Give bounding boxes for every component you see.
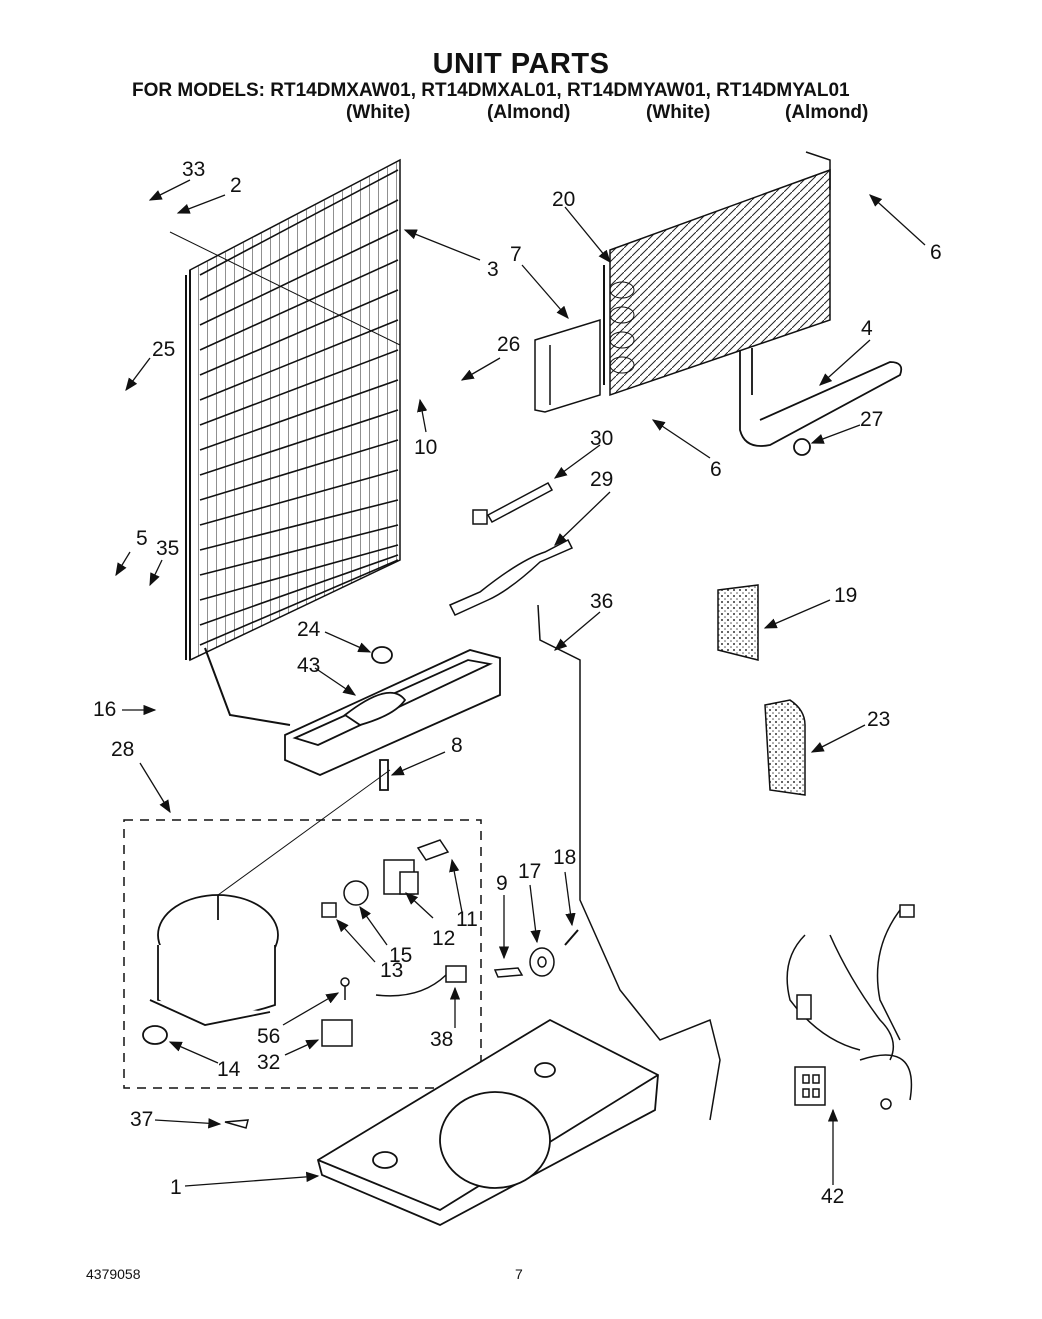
drain-pan (284, 646, 501, 791)
part-label-28: 28 (111, 738, 134, 761)
leader-lines (115, 179, 926, 1187)
part-label-35: 35 (156, 537, 179, 560)
compressor-kit-box (123, 819, 482, 1089)
part-label-14: 14 (217, 1058, 241, 1081)
part-label-20: 20 (552, 188, 575, 211)
part-label-16: 16 (93, 698, 116, 721)
page-number: 7 (515, 1266, 523, 1282)
part-label-19: 19 (834, 584, 857, 607)
part-label-30: 30 (590, 427, 613, 450)
part-label-6-top: 6 (930, 241, 942, 264)
part-label-11: 11 (456, 908, 478, 931)
base-pan (316, 1018, 659, 1226)
color-label-2: (Almond) (487, 102, 571, 123)
part-label-2: 2 (230, 174, 242, 197)
part-labels: 33 2 3 7 20 6 25 26 10 4 27 6 30 29 5 35… (93, 158, 942, 1208)
part-label-25: 25 (152, 338, 175, 361)
part-label-27: 27 (860, 408, 883, 431)
part-label-1: 1 (170, 1176, 182, 1199)
page-title: UNIT PARTS (432, 48, 610, 80)
part-label-43: 43 (297, 654, 320, 677)
part-label-37: 37 (130, 1108, 153, 1131)
part-label-23: 23 (867, 708, 890, 731)
foam-blocks (717, 584, 806, 796)
fan-mount-parts (224, 929, 579, 1129)
part-label-26: 26 (497, 333, 520, 356)
part-label-32: 32 (257, 1051, 280, 1074)
part-label-18: 18 (553, 846, 576, 869)
part-label-15: 15 (389, 944, 412, 967)
part-label-10: 10 (414, 436, 437, 459)
models-line: FOR MODELS: RT14DMXAW01, RT14DMXAL01, RT… (132, 80, 850, 101)
part-label-56: 56 (257, 1025, 280, 1048)
compressor (142, 769, 391, 1045)
part-label-42: 42 (821, 1185, 844, 1208)
wiring-harness (786, 904, 915, 1110)
part-label-17: 17 (518, 860, 541, 883)
part-label-9: 9 (496, 872, 508, 895)
part-label-3: 3 (487, 258, 499, 281)
part-label-7: 7 (510, 243, 522, 266)
part-label-36: 36 (590, 590, 613, 613)
document-number: 4379058 (86, 1266, 141, 1282)
color-label-4: (Almond) (785, 102, 869, 123)
part-label-12: 12 (432, 927, 455, 950)
part-label-33: 33 (182, 158, 205, 181)
part-label-8: 8 (451, 734, 463, 757)
evaporator (603, 151, 831, 397)
part-label-6-mid: 6 (710, 458, 722, 481)
part-label-24: 24 (297, 618, 321, 641)
color-label-3: (White) (646, 102, 711, 123)
electrical-components (321, 839, 467, 1047)
part-label-5: 5 (136, 527, 148, 550)
part-label-13: 13 (380, 959, 403, 982)
condenser (169, 158, 401, 726)
small-parts (448, 481, 721, 1121)
part-label-38: 38 (430, 1028, 453, 1051)
color-label-1: (White) (346, 102, 411, 123)
evaporator-bracket (534, 318, 601, 413)
defrost-heater (739, 348, 903, 456)
part-label-29: 29 (590, 468, 613, 491)
part-label-4: 4 (861, 317, 873, 340)
